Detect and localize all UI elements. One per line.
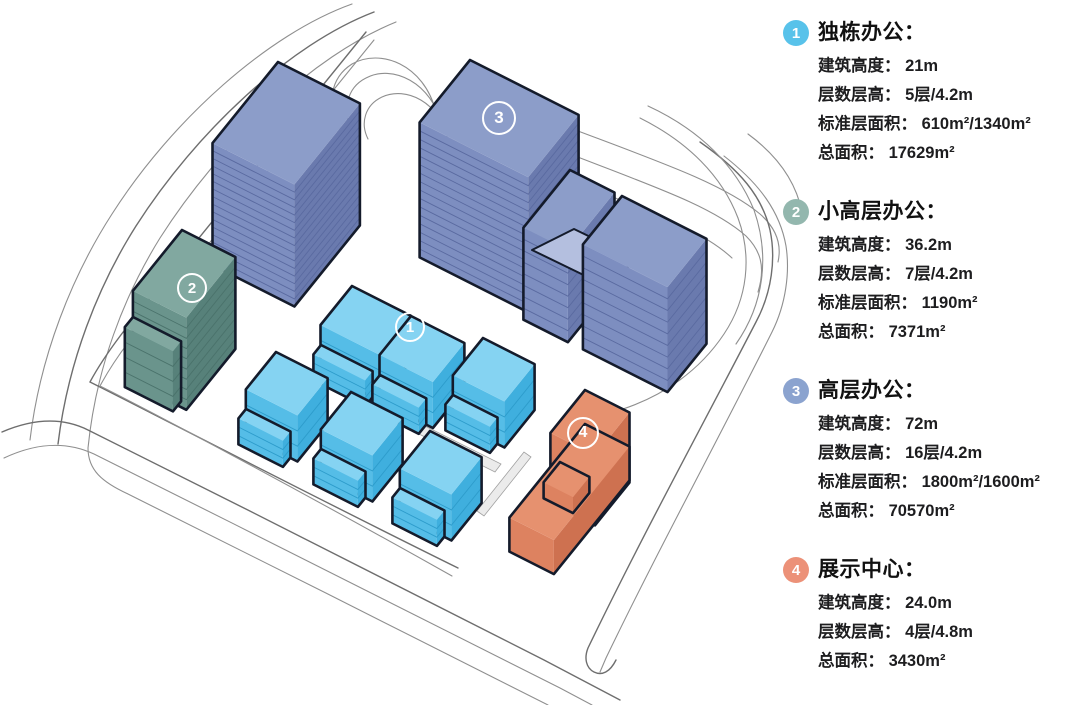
legend-line: 层数层高： 4层/4.8m [818,623,973,641]
legend-title-2: 小高层办公： [818,200,947,223]
road-line [585,141,774,675]
legend-line: 总面积： 17629m² [818,144,955,162]
office-block-3-podium [237,407,292,469]
legend-line: 总面积： 70570m² [818,502,955,520]
legend-line: 建筑高度： 24.0m [818,594,952,612]
plan-label-2: 2 [177,273,207,303]
legend-line: 层数层高： 16层/4.2m [818,444,983,462]
plan-label-2-number: 2 [187,279,197,297]
legend-title-4: 展示中心： [818,558,926,581]
legend-line: 标准层面积： 1800m²/1600m² [818,473,1040,491]
legend-line: 总面积： 7371m² [818,323,946,341]
legend-line: 标准层面积： 1190m² [818,294,978,312]
road-line [619,117,747,411]
road-line [647,105,764,345]
office-block-5-podium [391,486,446,548]
legend-item-1-header: 1 独栋办公： [783,18,1075,48]
legend-item-2-header: 2 小高层办公： [783,197,1075,227]
road-line [3,444,593,705]
plan-label-4: 4 [567,417,599,449]
legend-line: 层数层高： 5层/4.2m [818,86,973,104]
legend-badge-2: 2 [783,199,809,225]
road-line [569,153,763,293]
legend-item-3-header: 3 高层办公： [783,376,1075,406]
legend-item-4-header: 4 展示中心： [783,555,1075,585]
legend-line: 建筑高度： 36.2m [818,236,952,254]
road-line [1,420,621,701]
legend-line: 建筑高度： 72m [818,415,939,433]
office-block-2 [451,336,536,449]
legend-line: 建筑高度： 21m [818,57,939,75]
road-line [57,11,375,445]
legend-line: 总面积： 3430m² [818,652,946,670]
legend-item-2: 2 小高层办公： 建筑高度： 36.2m 层数层高： 7层/4.2m 标准层面积… [783,197,1075,347]
legend-line: 标准层面积： 610m²/1340m² [818,115,1031,133]
legend: 1 独栋办公： 建筑高度： 21m 层数层高： 5层/4.2m 标准层面积： 6… [783,18,1075,705]
legend-title-1: 独栋办公： [818,21,926,44]
plan-label-3: 3 [482,101,516,135]
office-block-4 [319,390,404,503]
legend-badge-1: 1 [783,20,809,46]
midrise-office-2-podium [123,315,183,413]
exhibition-center-step [542,460,591,515]
legend-line: 层数层高： 7层/4.2m [818,265,973,283]
plan-label-4-number: 4 [578,424,588,441]
walkway-strip [476,451,532,517]
plan-label-1: 1 [395,312,425,342]
legend-item-1: 1 独栋办公： 建筑高度： 21m 层数层高： 5层/4.2m 标准层面积： 6… [783,18,1075,168]
road-line [29,3,353,441]
legend-title-3: 高层办公： [818,379,926,402]
road-line [599,155,788,673]
legend-badge-4: 4 [783,557,809,583]
legend-item-3: 3 高层办公： 建筑高度： 72m 层数层高： 16层/4.2m 标准层面积： … [783,376,1075,526]
office-block-1b-podium [371,373,428,436]
legend-badge-3: 3 [783,378,809,404]
plan-label-1-number: 1 [405,318,415,336]
road-line [569,127,780,263]
legend-item-4: 4 展示中心： 建筑高度： 24.0m 层数层高： 4层/4.8m 总面积： 3… [783,555,1075,676]
office-block-2-podium [444,393,499,455]
highrise-tower-east [581,194,708,394]
plan-label-3-number: 3 [494,108,504,127]
office-block-4-podium [312,447,367,509]
